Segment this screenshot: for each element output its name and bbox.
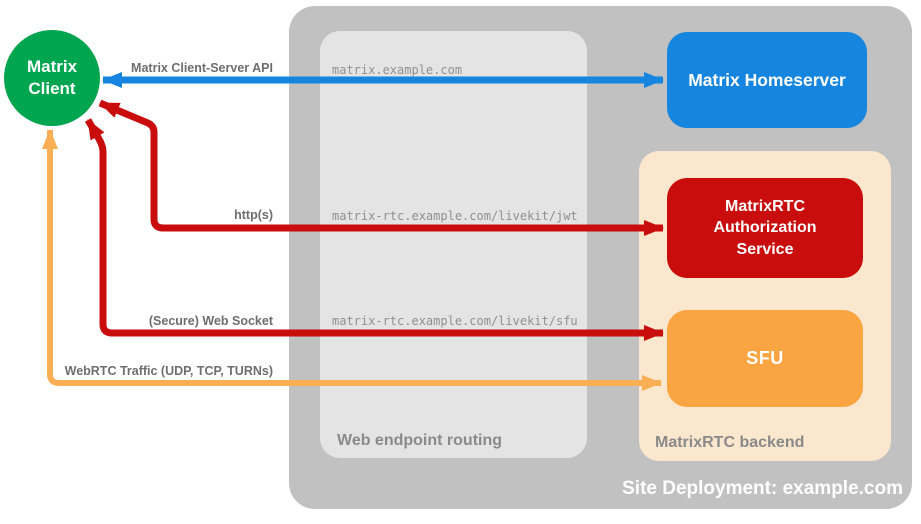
matrixrtc-authorization-service-node: MatrixRTC Authorization Service (667, 178, 863, 278)
websocket-arrow-label: (Secure) Web Socket (148, 314, 273, 328)
matrix-client-node: Matrix Client (4, 30, 100, 126)
sfu-label: SFU (746, 348, 784, 368)
endpoint-matrix-example-com: matrix.example.com (332, 63, 463, 77)
https-arrow-label: http(s) (234, 208, 273, 222)
endpoint-livekit-jwt: matrix-rtc.example.com/livekit/jwt (332, 209, 578, 223)
site-deployment-title: Site Deployment: example.com (622, 478, 903, 499)
matrix-homeserver-node: Matrix Homeserver (667, 32, 867, 128)
matrix-homeserver-label: Matrix Homeserver (688, 69, 846, 90)
webrtc-traffic-arrow-label: WebRTC Traffic (UDP, TCP, TURNs) (64, 364, 273, 378)
web-endpoint-routing-container: Web endpoint routing (320, 31, 587, 458)
matrix-client-label: Matrix Client (26, 56, 78, 98)
matrixrtc-authorization-service-label: MatrixRTC Authorization Service (713, 197, 817, 258)
sfu-node: SFU (667, 310, 863, 407)
matrixrtc-backend-label: MatrixRTC backend (655, 434, 805, 451)
endpoint-livekit-sfu: matrix-rtc.example.com/livekit/sfu (332, 314, 578, 328)
client-server-api-arrow-label: Matrix Client-Server API (131, 61, 273, 75)
web-endpoint-routing-label: Web endpoint routing (337, 432, 503, 449)
